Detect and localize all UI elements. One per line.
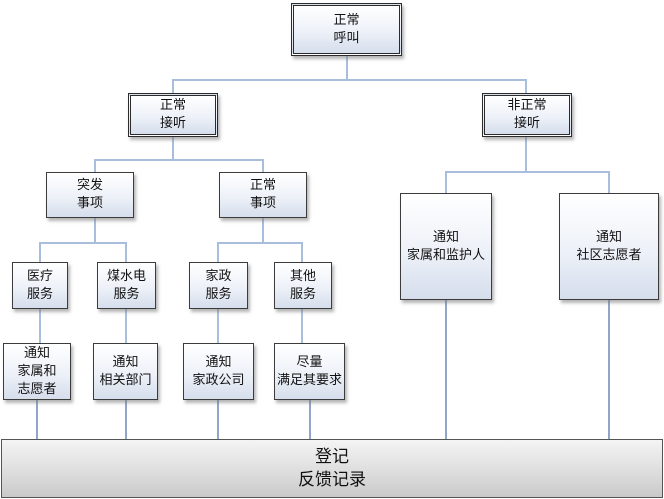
node-satisfy-request: 尽量 满足其要求 xyxy=(274,343,345,400)
node-abnormal-answer: 非正常 接听 xyxy=(482,93,572,137)
node-normal-answer: 正常 接听 xyxy=(128,93,218,137)
node-notify-community-volunteer: 通知 社区志愿者 xyxy=(559,193,659,300)
node-medical-service: 医疗 服务 xyxy=(12,262,68,309)
node-housekeeping-service: 家政 服务 xyxy=(189,262,248,309)
node-normal-call: 正常 呼叫 xyxy=(291,3,402,56)
base-line-2: 反馈记录 xyxy=(298,469,366,490)
registration-feedback-bar: 登记 反馈记录 xyxy=(1,439,663,498)
node-other-service: 其他 服务 xyxy=(274,262,332,309)
node-normal-matter: 正常 事项 xyxy=(219,172,307,218)
node-utilities-service: 煤水电 服务 xyxy=(97,262,156,309)
node-notify-housekeeping-company: 通知 家政公司 xyxy=(183,343,254,400)
base-line-1: 登记 xyxy=(315,446,349,467)
node-notify-family-volunteer: 通知 家属和 志愿者 xyxy=(3,343,71,400)
node-notify-family-guardian: 通知 家属和监护人 xyxy=(400,193,492,300)
node-notify-related-dept: 通知 相关部门 xyxy=(93,343,158,400)
node-emergency: 突发 事项 xyxy=(46,172,134,218)
